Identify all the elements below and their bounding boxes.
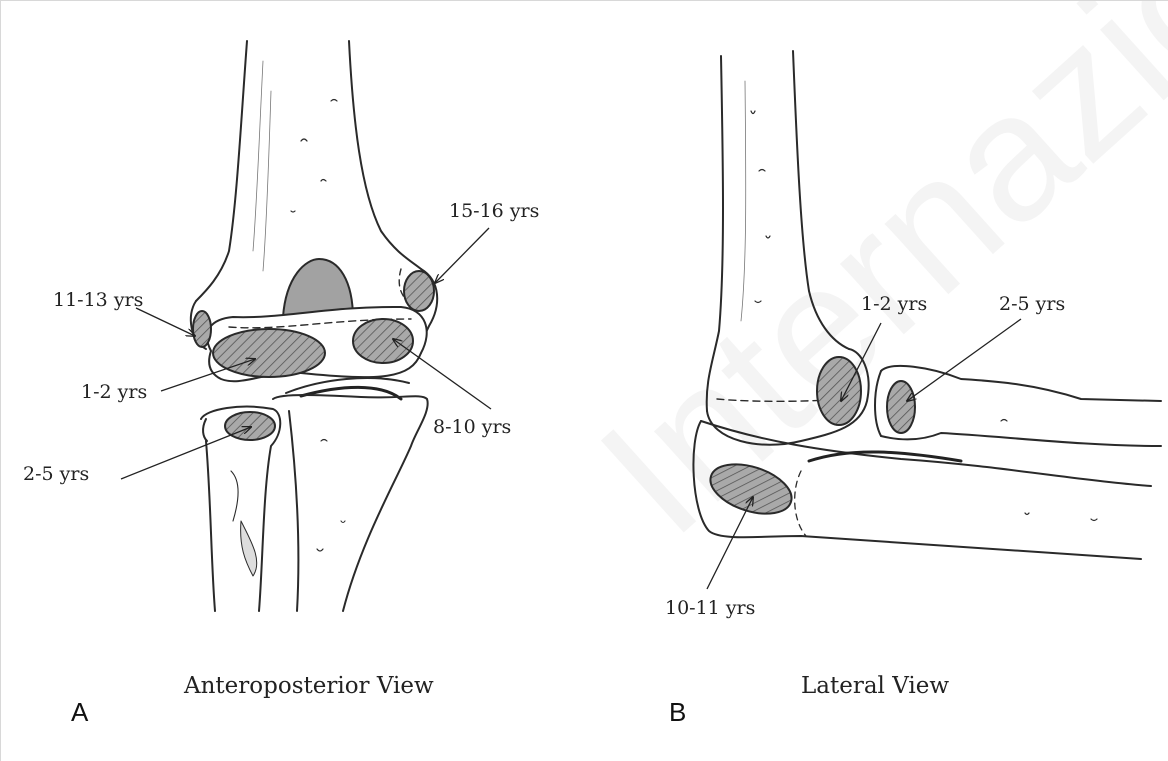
lat-radius: [881, 366, 1161, 401]
panel-letter-b: B: [669, 697, 686, 728]
label-ap-lateral-epicondyle: 15-16 yrs: [449, 200, 539, 222]
ap-ossification-lateral-epicondyle: [404, 271, 434, 311]
lat-ossification-capitellum: [817, 357, 861, 425]
lat-ossification-radial-head: [887, 381, 915, 433]
leader-ap-lateral-epicondyle: [435, 228, 489, 283]
title-lateral: Lateral View: [801, 673, 949, 699]
leader-ap-trochlea: [393, 339, 491, 409]
leader-lat-radial-head: [907, 319, 1021, 401]
panel-letter-a: A: [71, 697, 88, 728]
leader-lat-olecranon: [707, 497, 753, 589]
lat-ossification-olecranon: [704, 455, 797, 523]
label-lat-olecranon: 10-11 yrs: [665, 597, 755, 619]
ap-ossification-capitellum: [213, 329, 325, 377]
title-anteroposterior: Anteroposterior View: [184, 673, 434, 699]
label-lat-capitellum: 1-2 yrs: [861, 293, 927, 315]
label-ap-trochlea: 8-10 yrs: [433, 416, 511, 438]
label-ap-capitellum: 1-2 yrs: [81, 381, 147, 403]
label-ap-medial-epicondyle: 11-13 yrs: [53, 289, 143, 311]
leader-ap-medial-epicondyle: [136, 308, 195, 336]
lat-humerus-shaft: [707, 56, 723, 411]
ap-ossification-medial-epicondyle: [193, 311, 211, 347]
label-lat-radial-head: 2-5 yrs: [999, 293, 1065, 315]
ap-humerus-shaft: [196, 41, 247, 301]
label-ap-radial-head: 2-5 yrs: [23, 463, 89, 485]
ap-ossification-radial-head: [225, 412, 275, 440]
ap-ossification-trochlea: [353, 319, 413, 363]
